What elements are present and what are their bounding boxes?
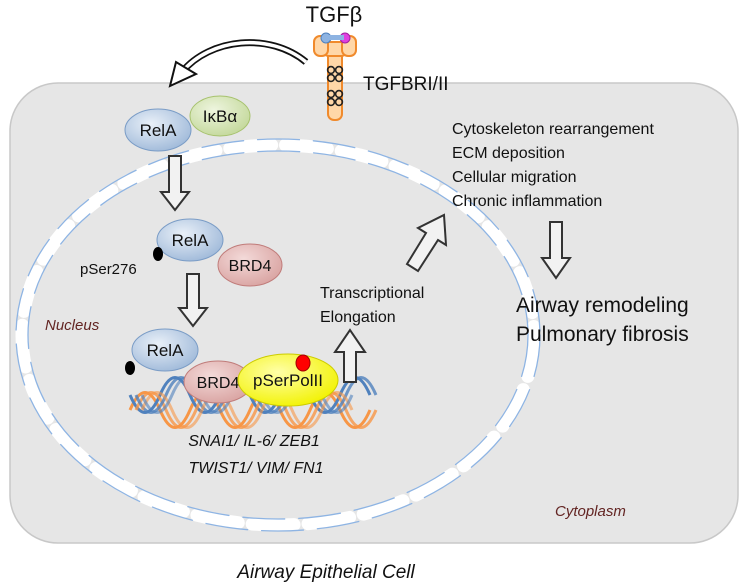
phospho-polii-icon (295, 354, 311, 372)
brd4-bottom-label: BRD4 (197, 375, 240, 392)
diagonal-arrow-effects-icon (405, 213, 448, 273)
up-arrow-elongation-icon (333, 328, 367, 383)
down-arrow-1-icon (158, 155, 192, 212)
genes-line-1: SNAI1/ IL-6/ ZEB1 (188, 433, 320, 450)
effect-4: Chronic inflammation (452, 193, 602, 210)
brd4-mid-oval (217, 243, 283, 287)
genes-line-2: TWIST1/ VIM/ FN1 (188, 460, 323, 477)
curved-arrow-icon (168, 39, 309, 88)
rela-bottom-label: RelA (147, 341, 185, 360)
effect-2: ECM deposition (452, 145, 565, 162)
phospho-bottom-icon (125, 361, 135, 375)
rela-top-label: RelA (140, 121, 178, 140)
down-arrow-2-icon (176, 273, 210, 328)
cell-body (9, 82, 739, 544)
rela-mid-label: RelA (172, 231, 210, 250)
brd4-mid-label: BRD4 (229, 258, 272, 275)
nucleus-label: Nucleus (45, 317, 100, 334)
rela-top-oval (124, 108, 192, 152)
rela-mid-oval (156, 218, 224, 262)
pserpolii-oval (237, 353, 339, 407)
ikba-label: IκBα (203, 107, 238, 126)
ikba-oval (189, 95, 251, 137)
receptor-label: TGFBRI/II (363, 74, 449, 95)
cell-name-label: Airway Epithelial Cell (236, 562, 415, 583)
cytoplasm-label: Cytoplasm (555, 503, 626, 520)
nucleus-envelope (15, 138, 541, 532)
pserpolii-label: pSerPolII (253, 371, 323, 390)
down-arrow-outcomes-icon (540, 221, 572, 280)
effect-3: Cellular migration (452, 169, 577, 186)
tgfbr-receptor-icon (313, 32, 357, 121)
pser276-label: pSer276 (80, 261, 137, 278)
phospho-mid-icon (153, 247, 163, 261)
rela-bottom-oval (131, 328, 199, 372)
transcription-line-1: Transcriptional (320, 285, 424, 302)
outcome-2: Pulmonary fibrosis (516, 323, 689, 346)
transcription-line-2: Elongation (320, 309, 396, 326)
effect-1: Cytoskeleton rearrangement (452, 121, 654, 138)
outcome-1: Airway remodeling (516, 294, 689, 317)
tgfb-label: TGFβ (306, 2, 363, 27)
